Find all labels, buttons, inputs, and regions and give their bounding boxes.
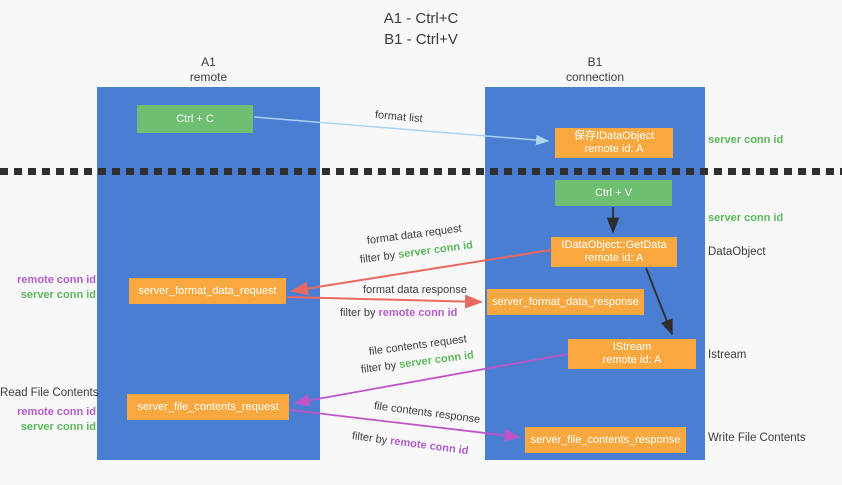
lifeline-b1-name: B1 xyxy=(587,55,603,69)
filter-by-remote-conn-id-label-1: filter by remote conn id xyxy=(340,307,457,319)
lifeline-a1-subtitle: remote xyxy=(189,70,228,84)
istream-box: IStream remote id: A xyxy=(568,339,696,369)
left-remote-conn-id-label-1: remote conn id xyxy=(17,274,96,286)
divider-dotted-line xyxy=(0,168,842,175)
server-format-data-request-box: server_format_data_request xyxy=(129,278,286,304)
server-file-contents-response-label: server_file_contents_response xyxy=(530,433,681,446)
server-file-contents-request-box: server_file_contents_request xyxy=(127,394,289,420)
right-server-conn-id-label-2: server conn id xyxy=(708,212,784,224)
ctrl-v-label: Ctrl + V xyxy=(595,186,632,199)
lifeline-a1-header: A1 remote xyxy=(97,55,320,85)
left-server-conn-id-label-1: server conn id xyxy=(20,289,96,301)
filter-by-remote-conn-id-label-2: filter by remote conn id xyxy=(351,430,469,457)
istream-remote-id: remote id: A xyxy=(602,354,662,366)
format-list-label: format list xyxy=(374,109,424,126)
server-file-contents-request-label: server_file_contents_request xyxy=(137,400,279,413)
idataobject-getdata-remote-id: remote id: A xyxy=(584,252,644,264)
ctrl-c-label: Ctrl + C xyxy=(176,112,214,125)
ctrl-v-box: Ctrl + V xyxy=(555,180,672,206)
lifeline-b1-subtitle: connection xyxy=(565,70,625,84)
diagram-title-line1: A1 - Ctrl+C xyxy=(383,10,459,27)
lifeline-b1-header: B1 connection xyxy=(485,55,705,85)
file-contents-response-label: file contents response xyxy=(373,400,481,426)
format-data-response-label: format data response xyxy=(363,284,467,296)
ctrl-c-box: Ctrl + C xyxy=(137,105,253,133)
diagram-title: A1 - Ctrl+C B1 - Ctrl+V xyxy=(0,8,842,50)
server-format-data-response-box: server_format_data_response xyxy=(487,289,644,315)
left-remote-conn-id-label-2: remote conn id xyxy=(17,406,96,418)
istream-side-label: Istream xyxy=(708,349,747,361)
save-dataobject-remote-id: remote id: A xyxy=(584,143,644,155)
istream-title: IStream xyxy=(612,341,652,353)
lifeline-a1-name: A1 xyxy=(201,55,216,69)
server-format-data-response-label: server_format_data_response xyxy=(492,295,639,308)
filter-prefix: filter by xyxy=(360,359,400,376)
filter-remote-conn-id: remote conn id xyxy=(378,307,458,319)
idataobject-getdata-box: IDataObject::GetData remote id: A xyxy=(551,237,677,267)
server-format-data-request-label: server_format_data_request xyxy=(138,284,277,297)
server-file-contents-response-box: server_file_contents_response xyxy=(525,427,686,453)
idataobject-getdata-title: IDataObject::GetData xyxy=(561,239,667,251)
filter-remote-conn-id: remote conn id xyxy=(389,435,470,458)
save-dataobject-box: 保存IDataObject remote id: A xyxy=(555,128,673,158)
diagram-title-line2: B1 - Ctrl+V xyxy=(384,31,458,48)
filter-prefix: filter by xyxy=(351,430,391,447)
read-file-contents-label: Read File Contents xyxy=(0,387,99,399)
dataobject-label: DataObject xyxy=(708,246,766,258)
save-dataobject-title: 保存IDataObject xyxy=(573,130,655,142)
left-server-conn-id-label-2: server conn id xyxy=(20,421,96,433)
filter-prefix: filter by xyxy=(340,307,379,319)
right-server-conn-id-label-1: server conn id xyxy=(708,134,784,146)
filter-prefix: filter by xyxy=(359,249,399,266)
write-file-contents-label: Write File Contents xyxy=(708,432,806,444)
filter-server-conn-id: server conn id xyxy=(397,239,474,261)
